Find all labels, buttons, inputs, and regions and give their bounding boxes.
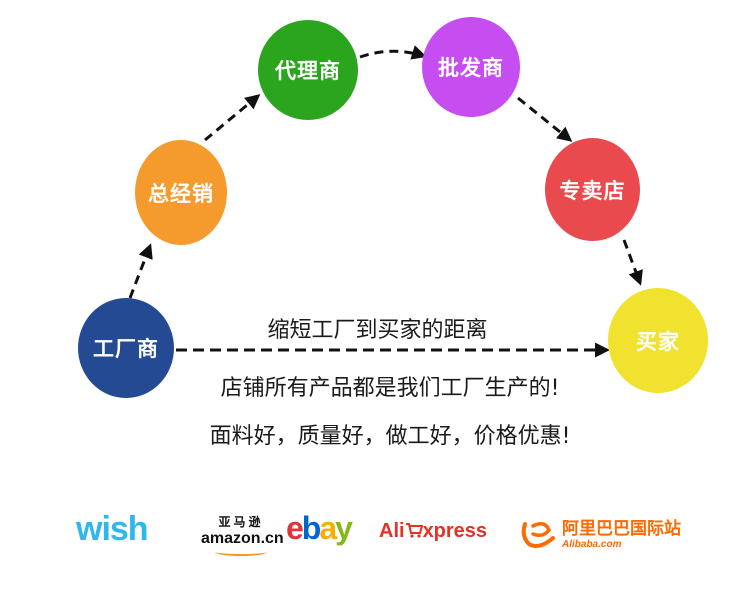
aliexpress-logo: Ali xpress [379,520,487,543]
arrow-distributor-to-agent [204,94,261,142]
node-store: 专卖店 [545,138,640,241]
amazon-logo: 亚马逊 amazon.cn [201,513,284,556]
caption-line-2: 店铺所有产品都是我们工厂生产的! [220,376,560,401]
alibaba-logo-en: Alibaba.com [562,539,622,550]
shopping-cart-icon [405,523,423,538]
aliexpress-prefix: Ali [379,520,405,542]
node-wholesaler: 批发商 [422,17,520,117]
node-factory: 工厂商 [78,298,174,398]
ebay-letter-a: a [319,510,337,546]
node-distributor: 总经销 [135,140,227,245]
alibaba-mark-icon [521,522,555,548]
node-buyer: 买家 [608,288,708,393]
arrow-agent-to-wholesaler [359,45,427,60]
ebay-logo: ebay [286,510,353,547]
arrow-store-to-buyer [622,239,643,286]
arrow-factory-to-distributor [128,243,153,299]
amazon-logo-en: amazon.cn [201,530,284,547]
ebay-letter-e: e [286,510,304,546]
wish-logo: wish [76,510,149,548]
node-agent: 代理商 [258,20,358,120]
arrow-wholesaler-to-store [517,96,573,142]
amazon-logo-cn: 亚马逊 [218,515,264,529]
caption-line-1: 缩短工厂到买家的距离 [267,318,488,343]
alibaba-logo-cn: 阿里巴巴国际站 [562,519,681,538]
amazon-smile-icon [215,548,267,556]
ebay-letter-y: y [335,510,353,546]
caption-line-3: 面料好，质量好，做工好，价格优惠! [209,424,571,449]
ebay-letter-b: b [301,510,321,546]
aliexpress-suffix: xpress [422,520,488,542]
